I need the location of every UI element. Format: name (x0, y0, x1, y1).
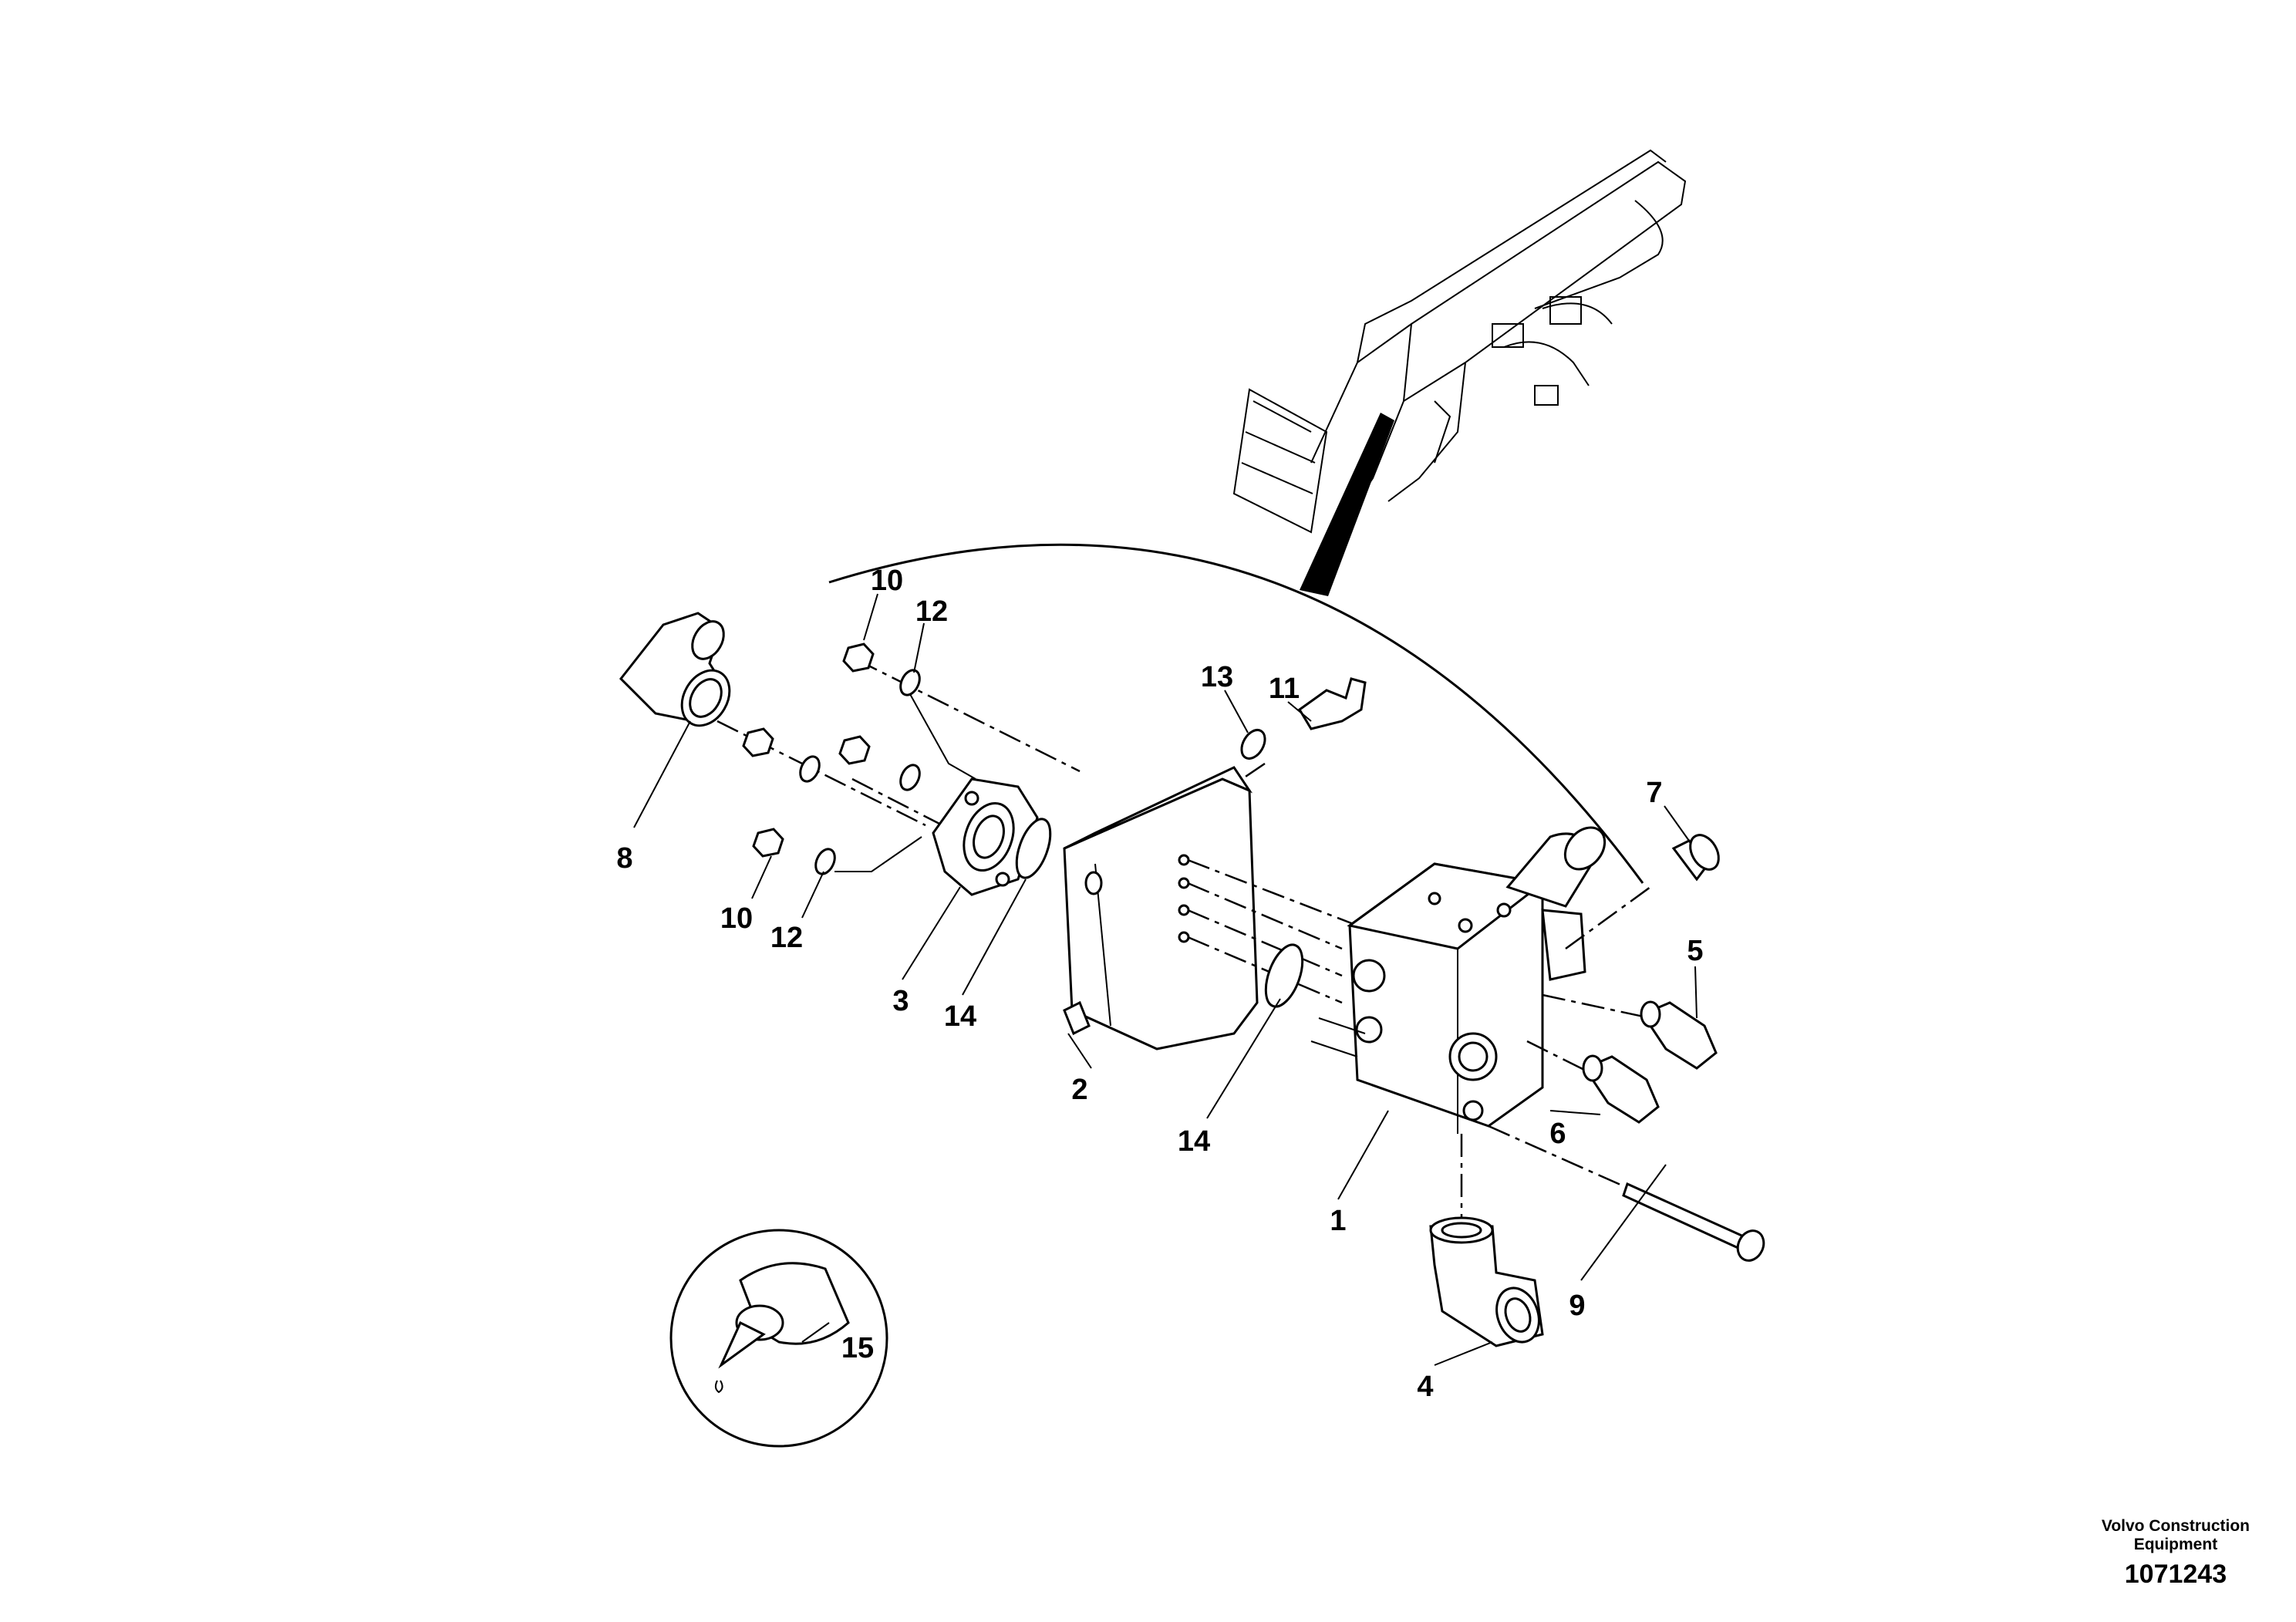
footer-brand-line1: Volvo Construction (2101, 1517, 2250, 1535)
part-14-oring-right (1264, 943, 1304, 1008)
callout-3: 3 (892, 985, 909, 1017)
callout-14-left: 14 (944, 1000, 976, 1033)
part-3-flange (932, 777, 1039, 896)
part-1-valve-block (1310, 826, 1651, 1219)
overview-pointer (1300, 413, 1394, 596)
callout-1: 1 (1330, 1205, 1346, 1237)
footer-brand-line2: Equipment (2133, 1536, 2218, 1553)
part-2-bracket (1063, 766, 1358, 1050)
callout-2: 2 (1071, 1074, 1087, 1106)
callout-7: 7 (1646, 777, 1662, 809)
callout-labels: 10 12 11 13 8 7 5 10 12 3 14 2 14 1 6 9 … (616, 565, 1703, 1403)
callout-12-bottom: 12 (770, 922, 803, 954)
callout-11: 11 (1269, 673, 1300, 705)
leader-lines (633, 593, 1698, 1366)
part-6-fitting (1582, 1054, 1660, 1124)
callout-12-top: 12 (915, 595, 948, 628)
callout-14-right: 14 (1178, 1125, 1210, 1158)
callout-13: 13 (1201, 661, 1233, 693)
part-7-plug (1671, 834, 1720, 882)
callout-8: 8 (616, 842, 632, 875)
machine-overview (1232, 149, 1687, 596)
part-15-sealant-detail (669, 1229, 888, 1448)
callout-5: 5 (1687, 935, 1703, 967)
part-5-fitting (1640, 1000, 1718, 1070)
detail-arc (828, 543, 1644, 884)
part-9-long-bolt (1622, 1182, 1765, 1262)
callout-10-top: 10 (871, 565, 903, 597)
footer-block: Volvo Construction Equipment 1071243 (2102, 1517, 2250, 1591)
document-number: 1071243 (2124, 1560, 2227, 1589)
callout-9: 9 (1569, 1290, 1585, 1322)
part-14-oring-left (1015, 818, 1052, 879)
callout-10-bottom: 10 (720, 902, 753, 935)
part-8-elbow-fitting (619, 612, 731, 727)
part-4-elbow-adapter (1429, 1216, 1544, 1347)
callout-4: 4 (1417, 1371, 1433, 1403)
fasteners-upper (716, 642, 1081, 875)
callout-15: 15 (841, 1332, 874, 1364)
callout-6: 6 (1549, 1118, 1566, 1150)
